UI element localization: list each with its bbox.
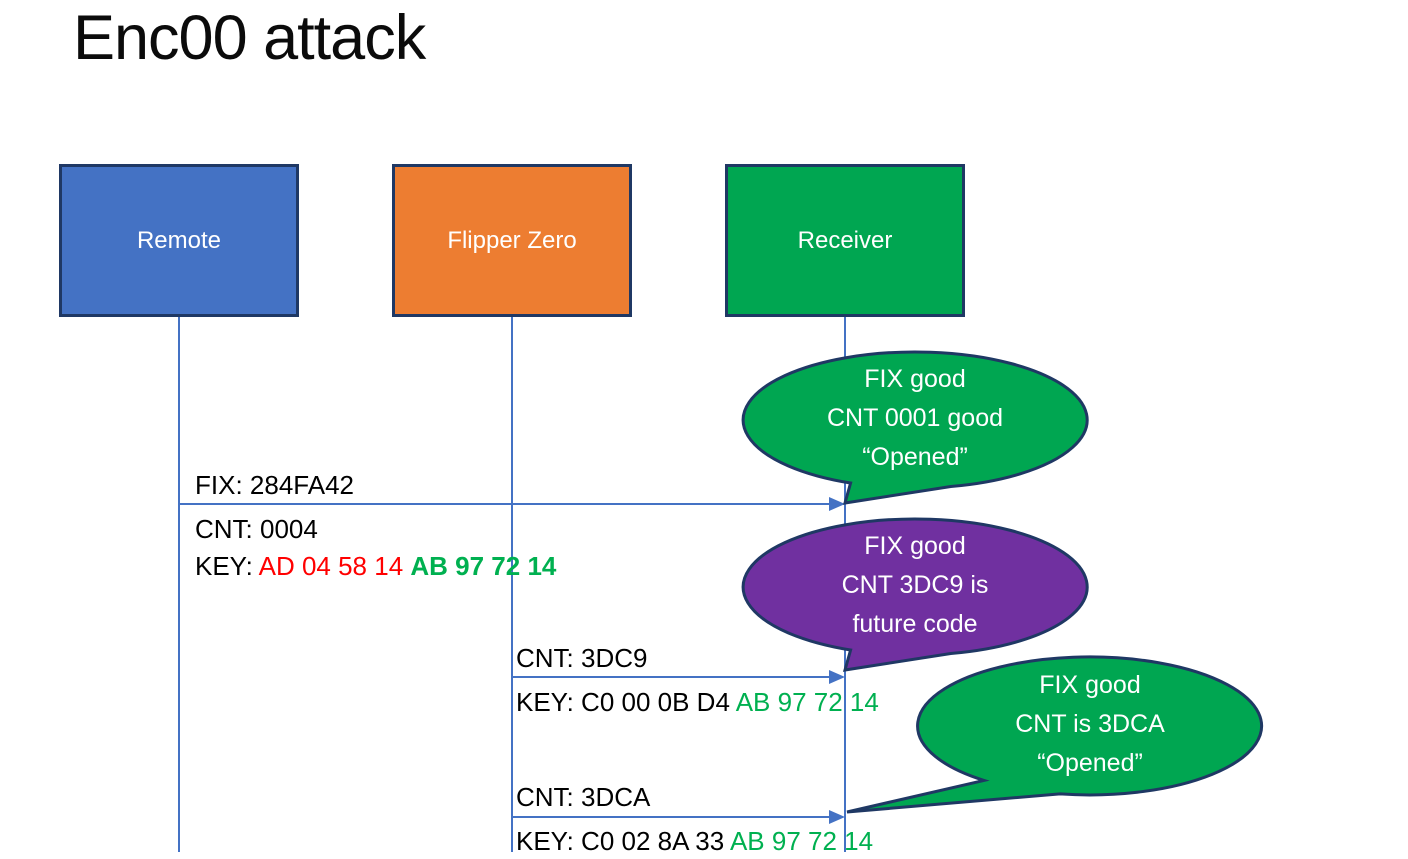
message-line: KEY: C0 00 0B D4 AB 97 72 14 — [516, 687, 879, 717]
callout-text-opened-1: FIX good CNT 0001 good “Opened” — [743, 360, 1087, 477]
arrowhead-right-icon — [829, 670, 845, 684]
message1-fix-label: FIX: 284FA42 — [195, 470, 354, 500]
arrow-line-msg1 — [179, 503, 831, 505]
callout-line: FIX good — [1039, 671, 1141, 699]
message2-cnt-label: CNT: 3DC9 — [516, 643, 648, 673]
actor-label-flipper-zero: Flipper Zero — [447, 226, 577, 254]
lifeline-remote — [178, 317, 180, 852]
arrowhead-right-icon — [829, 497, 845, 511]
arrow-line-msg2 — [512, 676, 831, 678]
callout-line: CNT 3DC9 is — [841, 571, 989, 599]
callout-line: future code — [852, 610, 978, 638]
callout-line: FIX good — [864, 365, 966, 393]
callout-line: FIX good — [864, 532, 966, 560]
arrow-line-msg3 — [512, 816, 831, 818]
callout-line: “Opened” — [862, 443, 968, 471]
callout-text-future-code: FIX good CNT 3DC9 is future code — [743, 527, 1087, 644]
actor-label-remote: Remote — [136, 226, 222, 254]
arrowhead-right-icon — [829, 810, 845, 824]
message3-cnt-label: CNT: 3DCA — [516, 782, 651, 812]
callout-line: “Opened” — [1037, 749, 1143, 777]
message3-key-label: KEY: C0 02 8A 33 AB 97 72 14 — [516, 823, 873, 859]
page-title: Enc00 attack — [73, 3, 426, 73]
message2-key-label: KEY: C0 00 0B D4 AB 97 72 14 — [516, 684, 879, 721]
actor-label-receiver: Receiver — [797, 226, 893, 254]
callout-line: CNT is 3DCA — [1015, 710, 1165, 738]
actor-box-flipper-zero: Flipper Zero — [392, 164, 632, 317]
message-line: KEY: AD 04 58 14 AB 97 72 14 — [195, 551, 557, 581]
message-line: CNT: 0004 — [195, 514, 318, 544]
callout-line: CNT 0001 good — [826, 404, 1004, 432]
lifeline-flipper-zero — [511, 317, 513, 852]
actor-box-receiver: Receiver — [725, 164, 965, 317]
callout-text-opened-2: FIX good CNT is 3DCA “Opened” — [918, 666, 1262, 783]
actor-box-remote: Remote — [59, 164, 299, 317]
message1-cnt-key-label: CNT: 0004 KEY: AD 04 58 14 AB 97 72 14 — [195, 511, 556, 585]
message-line: KEY: C0 02 8A 33 AB 97 72 14 — [516, 826, 874, 856]
